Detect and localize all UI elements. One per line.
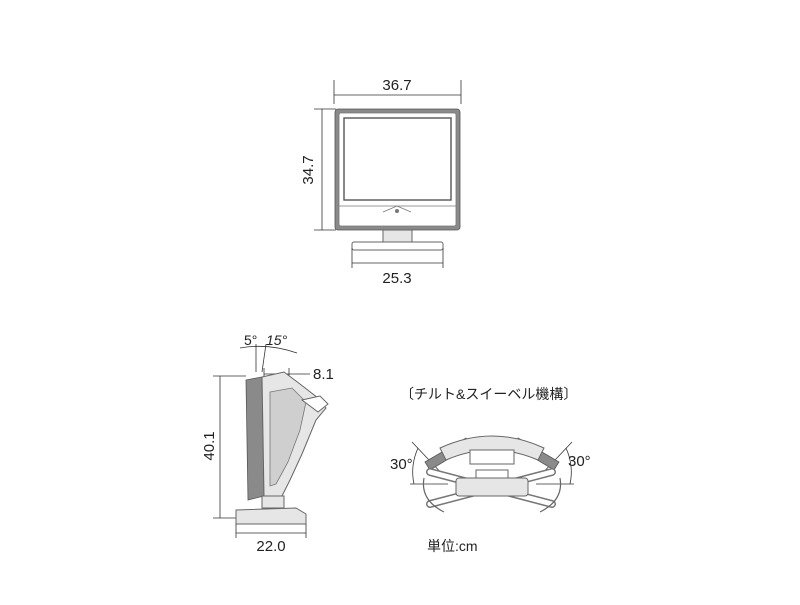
depth-top-label: 8.1 xyxy=(313,366,334,383)
swivel-arm-left xyxy=(422,477,445,513)
swivel-base xyxy=(455,477,529,497)
tilt-ref-line-b xyxy=(261,343,267,373)
stand-width-label: 25.3 xyxy=(382,270,411,287)
swivel-view: 〔チルト&スイーベル機構〕 30° 30° xyxy=(390,386,591,513)
base-depth-label: 22.0 xyxy=(256,538,285,555)
swivel-left-angle-label: 30° xyxy=(390,456,413,473)
side-neck xyxy=(261,495,285,509)
side-housing-detail xyxy=(269,387,307,487)
front-view: 36.7 34.7 25.3 xyxy=(300,77,462,287)
monitor-base xyxy=(351,241,444,251)
monitor-screen xyxy=(343,117,452,201)
swivel-arc-left xyxy=(412,447,419,485)
front-height-label: 34.7 xyxy=(300,155,317,184)
power-button-icon xyxy=(395,209,399,213)
unit-label: 単位:cm xyxy=(427,538,478,554)
swivel-caption: 〔チルト&スイーベル機構〕 xyxy=(400,386,577,402)
side-height-label: 40.1 xyxy=(201,431,218,460)
swivel-center-body xyxy=(469,449,515,465)
side-base xyxy=(235,507,307,525)
tilt-angle-arc xyxy=(239,345,298,354)
monitor-neck xyxy=(382,229,413,243)
bezel-logo-curve xyxy=(382,205,412,213)
swivel-right-angle-label: 30° xyxy=(568,453,591,470)
swivel-arm-right xyxy=(539,477,562,513)
side-hinge xyxy=(300,395,329,413)
swivel-arc-right xyxy=(565,447,572,485)
side-view: 5° 15° 8.1 40.1 22.0 xyxy=(201,332,334,555)
swivel-housing-top xyxy=(439,435,545,461)
front-width-label: 36.7 xyxy=(382,77,411,94)
tilt-back-label: 15° xyxy=(266,332,288,348)
side-front-panel xyxy=(245,376,265,501)
swivel-neck xyxy=(475,469,509,479)
tilt-forward-label: 5° xyxy=(244,332,257,348)
